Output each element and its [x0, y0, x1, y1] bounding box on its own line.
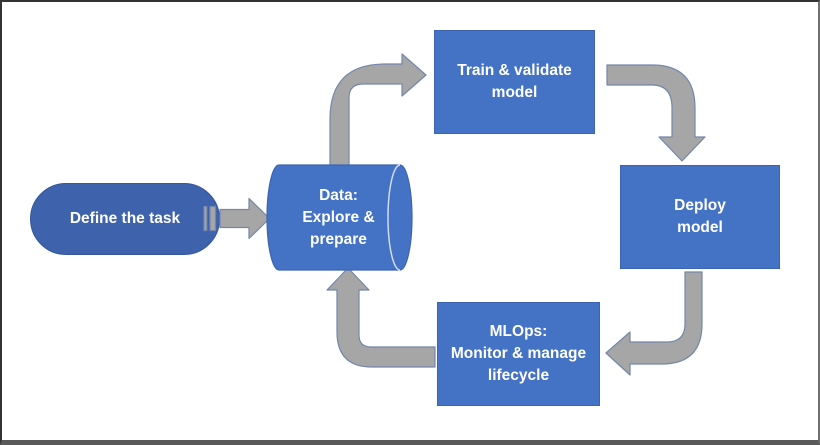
node-train-validate-model: Train & validate model — [434, 30, 595, 134]
node-mlops-monitor-manage: MLOps: Monitor & manage lifecycle — [437, 302, 600, 406]
node-deploy-model: Deploy model — [620, 165, 780, 269]
node-train-validate-model-label: Train & validate model — [457, 62, 572, 101]
arrow-data-to-train — [329, 53, 427, 173]
node-data-explore-prepare: Data: Explore & prepare — [267, 165, 410, 270]
node-deploy-model-label: Deploy model — [674, 197, 726, 236]
arrow-train-to-deploy — [606, 64, 706, 162]
node-define-the-task: Define the task — [30, 183, 220, 255]
arrow-deploy-to-mlops — [605, 271, 703, 376]
node-define-the-task-label: Define the task — [69, 210, 181, 227]
node-data-explore-prepare-label: Data: Explore & prepare — [302, 186, 375, 248]
arrow-mlops-to-data — [326, 267, 436, 368]
node-mlops-monitor-manage-label: MLOps: Monitor & manage lifecycle — [450, 323, 587, 384]
arrow-define-to-data — [203, 197, 271, 240]
